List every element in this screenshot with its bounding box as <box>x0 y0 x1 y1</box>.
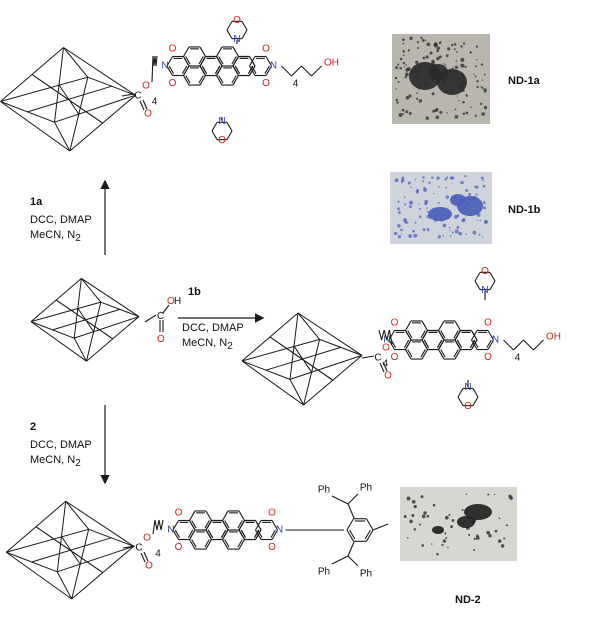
svg-text:Ph: Ph <box>360 569 372 580</box>
svg-text:O: O <box>169 43 177 54</box>
svg-text:O: O <box>382 343 390 354</box>
svg-text:O: O <box>464 401 472 412</box>
svg-text:O: O <box>157 334 165 345</box>
product-label-nd-1a: ND-1a <box>508 75 541 87</box>
svg-text:N: N <box>383 335 390 346</box>
svg-text:H: H <box>174 296 181 307</box>
svg-text:O: O <box>233 15 241 26</box>
svg-text:N: N <box>218 116 225 127</box>
svg-text:O: O <box>481 266 489 277</box>
photo-nd-2 <box>400 487 517 561</box>
svg-text:O: O <box>142 81 150 92</box>
svg-text:O: O <box>268 542 276 553</box>
product-label-nd-1b: ND-1b <box>508 204 541 216</box>
conditions-1b-line1: DCC, DMAP <box>182 322 244 334</box>
svg-text:Ph: Ph <box>318 567 330 578</box>
svg-text:O: O <box>268 507 276 518</box>
svg-text:O: O <box>391 352 399 363</box>
svg-text:C: C <box>157 311 164 322</box>
svg-text:O: O <box>391 317 399 328</box>
product-label-nd-2: ND-2 <box>455 594 481 606</box>
svg-text:O: O <box>169 78 177 89</box>
reagent-label-1b: 1b DCC, DMAP MeCN, N2 <box>182 286 244 352</box>
svg-text:OH: OH <box>324 58 339 69</box>
svg-text:O: O <box>484 317 492 328</box>
svg-text:4: 4 <box>155 549 161 560</box>
svg-text:4: 4 <box>152 97 158 108</box>
svg-text:O: O <box>167 296 175 307</box>
svg-text:N: N <box>492 335 499 346</box>
svg-text:O: O <box>143 533 151 544</box>
compound-1a-label: 1a <box>30 196 43 208</box>
svg-text:O: O <box>144 109 152 120</box>
carboxylic-acid-group: C O H O <box>144 296 181 345</box>
svg-text:N: N <box>270 61 277 72</box>
conditions-1b-line2: MeCN, N2 <box>182 337 233 352</box>
svg-text:O: O <box>262 78 270 89</box>
svg-text:N: N <box>161 61 168 72</box>
svg-text:C: C <box>135 543 142 554</box>
compound-1b-label: 1b <box>188 286 201 298</box>
svg-text:O: O <box>175 542 183 553</box>
svg-text:O: O <box>484 352 492 363</box>
svg-text:C: C <box>134 91 141 102</box>
conditions-2-line2: MeCN, N2 <box>30 454 81 469</box>
svg-text:N: N <box>167 525 174 536</box>
reagent-label-1a: 1a DCC, DMAP MeCN, N2 <box>30 196 92 244</box>
svg-text:N: N <box>464 382 471 393</box>
svg-text:O: O <box>145 561 153 572</box>
svg-text:Ph: Ph <box>318 485 330 496</box>
svg-text:N: N <box>276 525 283 536</box>
svg-text:O: O <box>262 43 270 54</box>
svg-text:4: 4 <box>293 79 299 90</box>
svg-text:C: C <box>374 353 381 364</box>
svg-text:Ph: Ph <box>360 483 372 494</box>
conditions-2-line1: DCC, DMAP <box>30 439 92 451</box>
svg-text:4: 4 <box>383 359 389 370</box>
conditions-1a-line2: MeCN, N2 <box>30 229 81 244</box>
svg-text:O: O <box>175 507 183 518</box>
compound-2-label: 2 <box>30 421 36 433</box>
conditions-1a-line1: DCC, DMAP <box>30 214 92 226</box>
nanodiamond-cage-start <box>30 277 140 362</box>
svg-text:OH: OH <box>546 332 561 343</box>
reagent-label-2: 2 DCC, DMAP MeCN, N2 <box>30 421 92 469</box>
photo-nd-1b <box>390 172 492 244</box>
svg-text:N: N <box>233 34 240 45</box>
nanodiamond-cage-2 <box>5 500 135 600</box>
svg-text:N: N <box>481 285 488 296</box>
photo-nd-1a <box>392 34 490 124</box>
svg-text:4: 4 <box>515 353 521 364</box>
nanodiamond-cage-top <box>0 47 136 152</box>
nanodiamond-cage-1b <box>241 312 363 406</box>
svg-text:O: O <box>384 371 392 382</box>
svg-text:O: O <box>218 135 226 146</box>
